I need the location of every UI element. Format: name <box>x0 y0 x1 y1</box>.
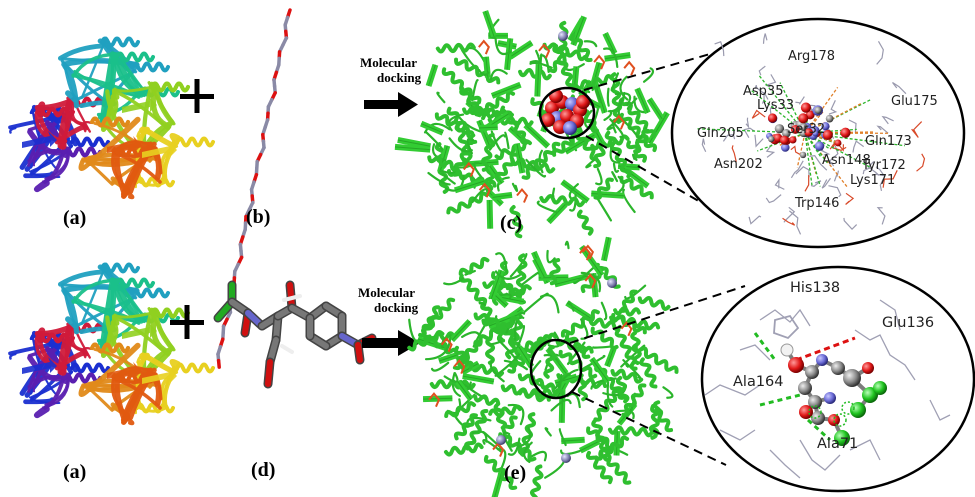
residue-label: Ala164 <box>733 374 784 390</box>
residue-label: Asn202 <box>714 157 763 172</box>
residue-label: Ala71 <box>817 436 858 452</box>
residue-label: Gln173 <box>865 134 912 149</box>
residue-label: Asn148 <box>822 153 871 168</box>
residue-label: Lys171 <box>850 173 895 188</box>
protein-complex-e <box>407 236 679 497</box>
zoom-line-bottom-lower <box>571 391 727 466</box>
residue-label: His138 <box>790 280 840 296</box>
ligand-small-molecule <box>213 280 377 389</box>
residue-label: Asp35 <box>743 84 783 99</box>
residue-label: Trp146 <box>794 196 839 211</box>
plus-icon <box>180 79 214 113</box>
residue-label: Glu175 <box>891 94 938 109</box>
residue-label: Gln205 <box>697 126 744 141</box>
docking-arrow-bottom: Molecular docking <box>358 285 420 356</box>
protein-structure-a-top <box>8 36 215 200</box>
binding-site-circle-bottom <box>529 338 583 400</box>
docking-label-line2: docking <box>374 300 419 315</box>
protein-complex-c <box>394 10 670 239</box>
panel-label-a-top: (a) <box>63 207 86 229</box>
panel-label-b: (b) <box>246 206 270 228</box>
panel-label-a-bottom: (a) <box>63 461 86 483</box>
panel-label-e: (e) <box>504 462 526 484</box>
binding-site-circle-top <box>538 86 596 140</box>
panel-label-d: (d) <box>251 459 275 481</box>
docking-label-line2: docking <box>377 70 422 85</box>
zoom-line-bottom-upper <box>569 285 746 344</box>
protein-structure-a-bottom <box>8 262 215 426</box>
panel-label-c: (c) <box>500 212 522 234</box>
residue-label: Glu136 <box>882 315 934 331</box>
residue-label: Arg178 <box>788 49 835 64</box>
docking-arrow-top: Molecular docking <box>360 55 422 117</box>
ligand-polymer-chain <box>216 8 292 369</box>
residue-label: Tyr172 <box>861 158 906 173</box>
residue-label: Ser32 <box>787 122 825 137</box>
plus-icon <box>170 305 204 339</box>
residue-label: Lys33 <box>757 98 794 113</box>
docking-label-line1: Molecular <box>358 285 415 300</box>
docking-label-line1: Molecular <box>360 55 417 70</box>
